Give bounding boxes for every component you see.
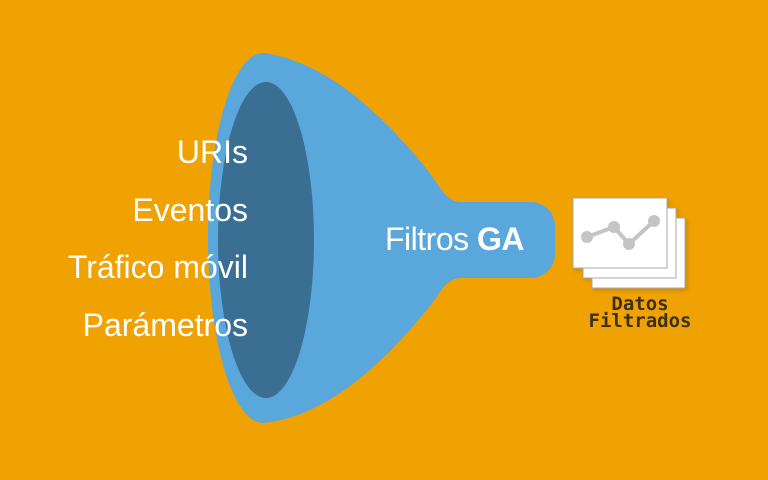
- filtered-data-caption: Datos Filtrados: [565, 293, 715, 332]
- line-chart-icon: [586, 219, 656, 247]
- funnel-input-label: Eventos: [132, 191, 248, 228]
- funnel-filter-label-bold: GA: [477, 221, 525, 257]
- chart-dot: [648, 215, 660, 227]
- funnel-mouth-ellipse: [218, 82, 314, 398]
- chart-dot: [581, 231, 593, 243]
- filtered-data-caption-line: Datos: [611, 293, 669, 315]
- filtered-data-icon: [572, 197, 686, 289]
- funnel-input-label: Tráfico móvil: [67, 249, 248, 285]
- filtered-data-caption-line: Filtrados: [588, 310, 692, 332]
- funnel-filter-label-regular: Filtros: [385, 221, 469, 257]
- chart-dot: [623, 238, 635, 250]
- chart-dot: [608, 221, 620, 233]
- funnel-filter-label: Filtros GA: [385, 221, 525, 257]
- funnel-input-label: URIs: [176, 134, 248, 170]
- funnel-input-label: Parámetros: [82, 306, 248, 343]
- funnel-input-list: URIs Eventos Tráfico móvil Parámetros: [68, 124, 248, 354]
